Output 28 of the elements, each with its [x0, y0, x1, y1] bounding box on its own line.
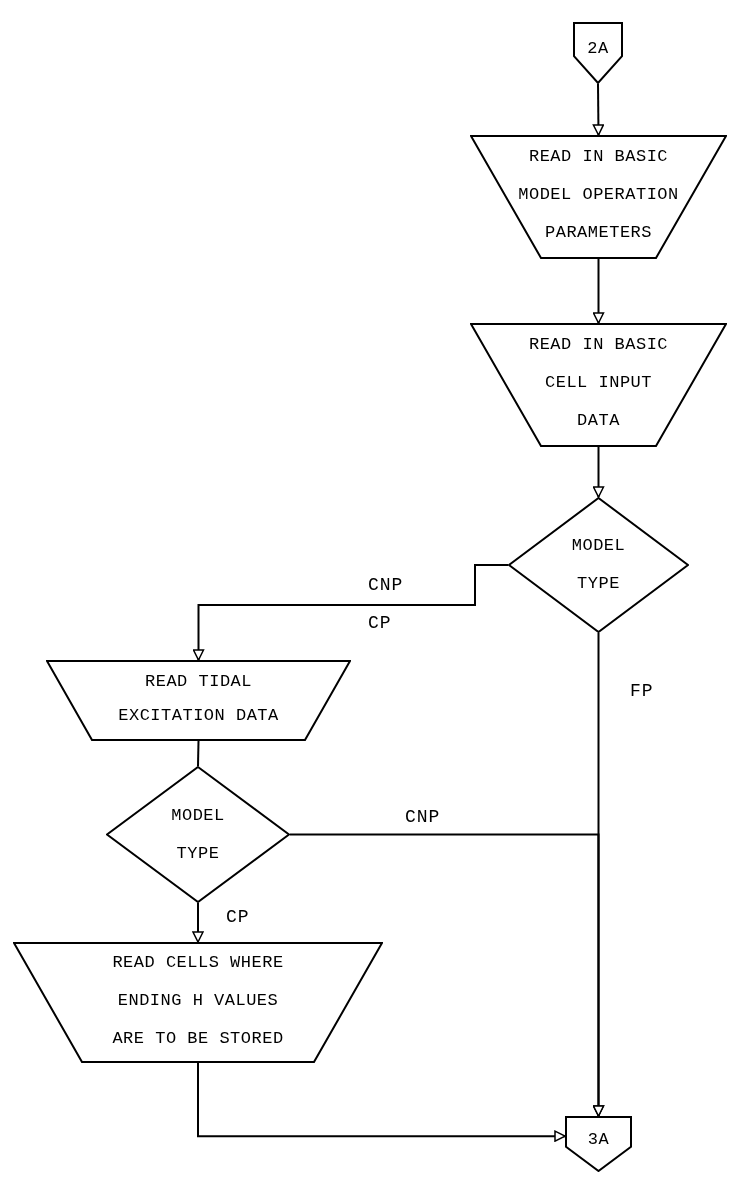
arrow	[192, 564, 509, 661]
node-text: MODEL TYPE	[570, 535, 627, 595]
arrow	[592, 446, 605, 498]
node-text: READ CELLS WHERE ENDING H VALUES ARE TO BE STORED	[111, 951, 285, 1050]
edge-label: FP	[630, 680, 654, 702]
decision-diamond	[106, 766, 290, 903]
arrow	[592, 83, 605, 136]
edge-label: CP	[226, 906, 250, 928]
edge-label: CNP	[368, 574, 404, 596]
input-trapezoid	[13, 942, 383, 1063]
arrow	[592, 258, 605, 324]
node-text: READ IN BASIC MODEL OPERATION PARAMETERS	[517, 146, 680, 244]
branch-label: CP	[368, 612, 392, 634]
node-text: 3A	[587, 1129, 610, 1151]
node-text: MODEL TYPE	[170, 804, 226, 865]
arrow	[289, 833, 605, 1117]
decision-diamond	[508, 497, 689, 633]
input-trapezoid	[46, 660, 351, 741]
arrow	[197, 1062, 566, 1142]
input-trapezoid	[470, 135, 727, 259]
node-text: READ IN BASIC CELL INPUT DATA	[528, 334, 669, 432]
off-page-connector	[573, 22, 623, 84]
off-page-connector	[565, 1116, 632, 1172]
node-text: READ TIDAL EXCITATION DATA	[117, 670, 280, 727]
input-trapezoid	[470, 323, 727, 447]
arrow	[192, 902, 204, 943]
edge-label: CNP	[405, 806, 441, 828]
node-text: 2A	[587, 38, 609, 60]
